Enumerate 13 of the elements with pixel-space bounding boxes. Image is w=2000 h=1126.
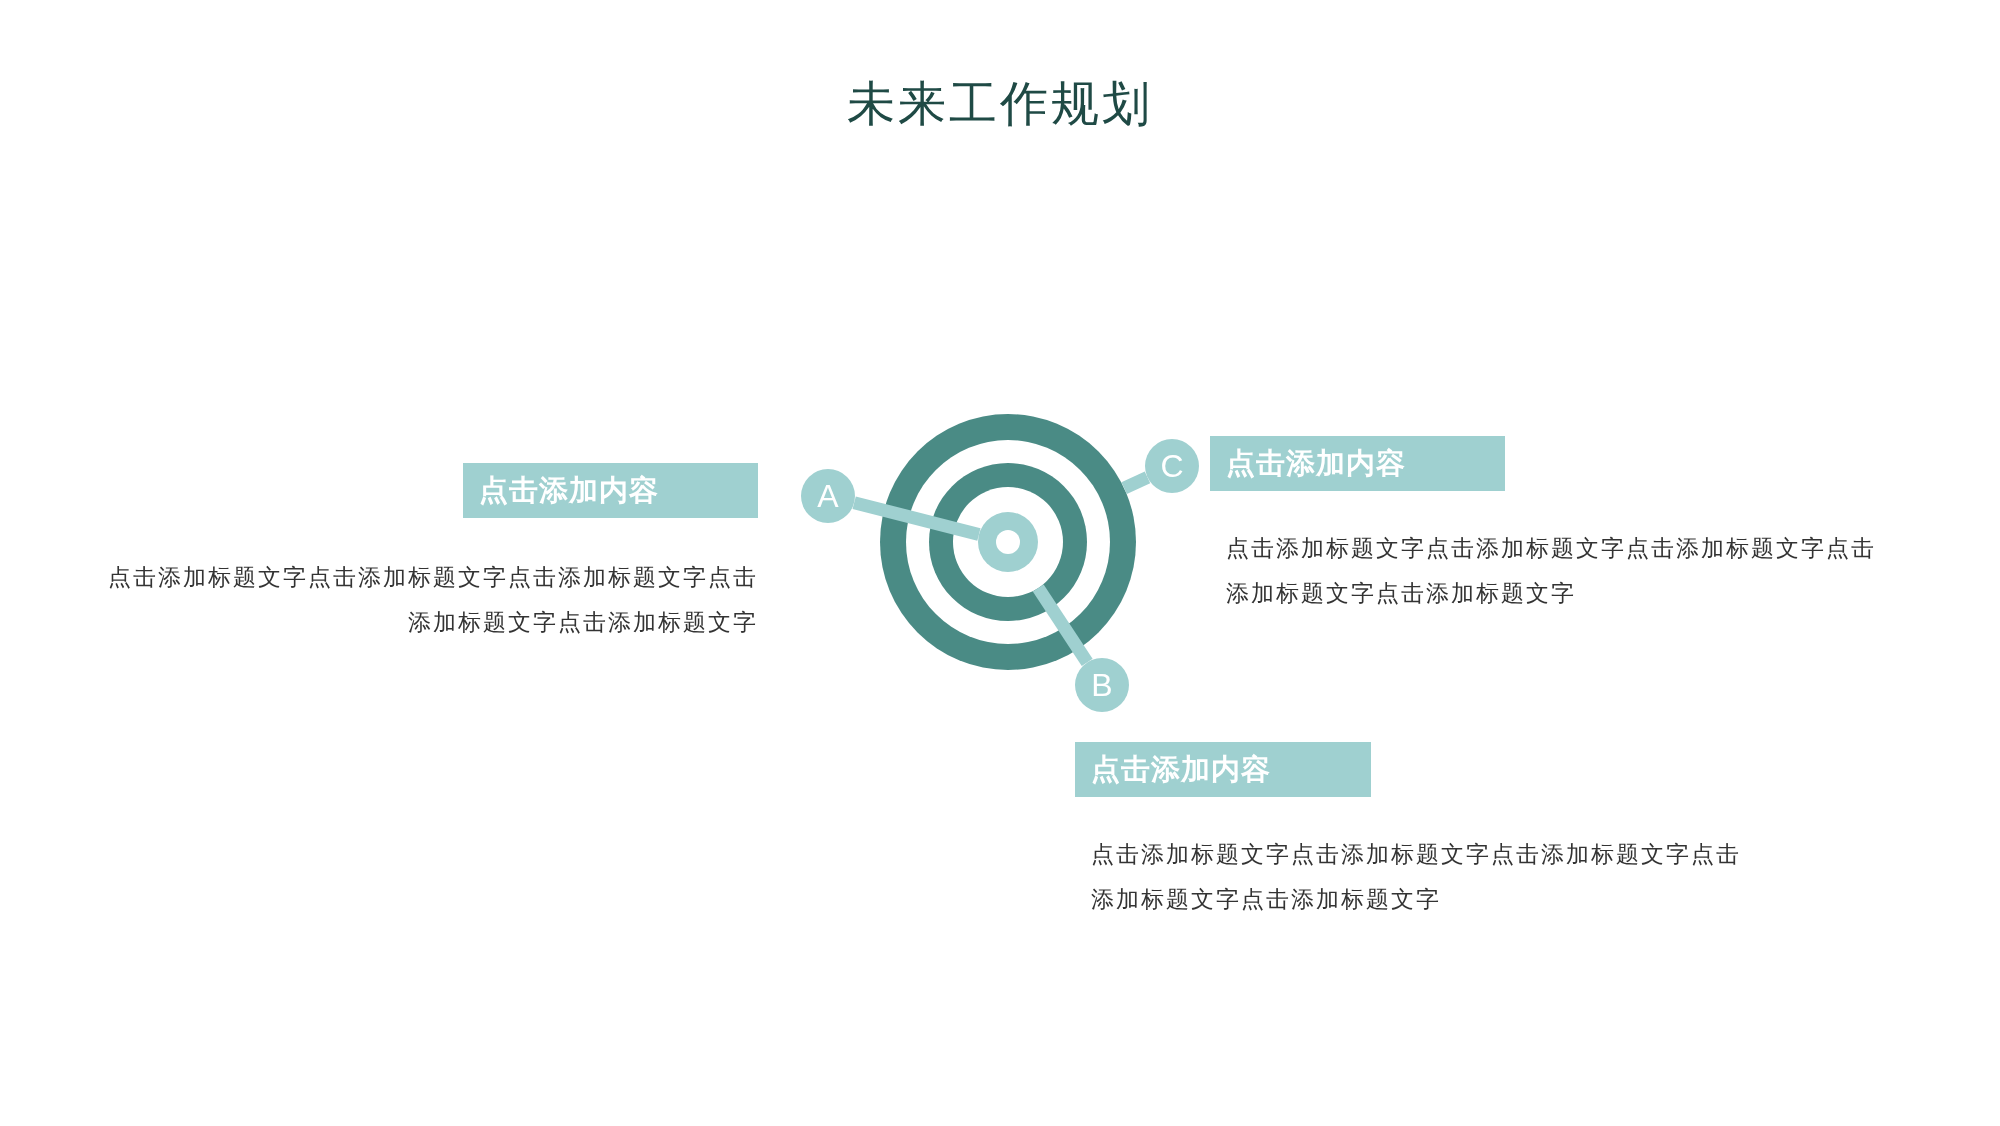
heading-box: 点击添加内容 <box>1210 436 1505 491</box>
connector-line <box>1032 584 1093 666</box>
body-text: 点击添加标题文字点击添加标题文字点击添加标题文字点击添加标题文字点击添加标题文字 <box>107 563 758 637</box>
heading-box: 点击添加内容 <box>463 463 758 518</box>
body-text: 点击添加标题文字点击添加标题文字点击添加标题文字点击添加标题文字点击添加标题文字 <box>1091 840 1742 914</box>
letter-circle: B <box>1075 658 1129 712</box>
body-text: 点击添加标题文字点击添加标题文字点击添加标题文字点击添加标题文字点击添加标题文字 <box>1226 534 1877 608</box>
heading-box: 点击添加内容 <box>1075 742 1371 797</box>
target-drawing <box>880 414 1136 670</box>
connector-line <box>1121 471 1151 495</box>
letter-circle: A <box>801 469 855 523</box>
letter-circle: C <box>1145 439 1199 493</box>
title: 未来工作规划 <box>846 74 1154 133</box>
